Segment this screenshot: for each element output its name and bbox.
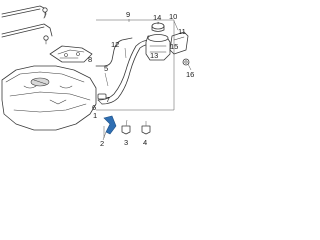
heat-shield-plate [49,45,93,63]
callout-6: 6 [92,103,96,112]
callout-5: 5 [104,64,108,73]
callout-10: 10 [169,12,177,21]
callout-15: 15 [170,42,178,51]
callout-13: 13 [150,51,158,60]
strap-bolt-middle [43,35,49,45]
bracket-highlighted [103,115,117,138]
vent-tube [95,37,133,67]
callout-14: 14 [153,13,161,22]
mounting-bracket-4 [141,125,151,135]
callout-8: 8 [88,55,92,64]
mounting-bracket-3 [121,125,131,135]
filler-neck-head [145,34,171,61]
strap-bolt-top [42,7,48,18]
fuel-filler-door [169,31,189,55]
callout-2: 2 [100,139,104,147]
filler-neck-pipe [97,39,153,105]
callout-7: 7 [106,95,110,104]
tank-strap-lower [1,23,53,38]
leader-lines [102,19,192,141]
callout-12: 12 [111,40,119,49]
callout-1: 1 [93,111,97,120]
nut [182,58,190,66]
callout-16: 16 [186,70,194,79]
fuel-system-parts-diagram: 9 14 10 11 13 15 12 16 5 8 7 6 1 2 3 4 [1,5,194,147]
callout-11: 11 [178,27,186,36]
fuel-cap [151,21,165,32]
hose-clip [97,93,107,100]
filler-assembly-frame [96,19,175,111]
fuel-tank [1,65,97,131]
callout-9: 9 [126,10,130,19]
callout-4: 4 [143,138,147,147]
callout-3: 3 [124,138,128,147]
tank-strap-upper [1,5,47,19]
callout-labels: 9 14 10 11 13 15 12 16 5 8 7 6 1 2 3 4 [88,10,194,147]
